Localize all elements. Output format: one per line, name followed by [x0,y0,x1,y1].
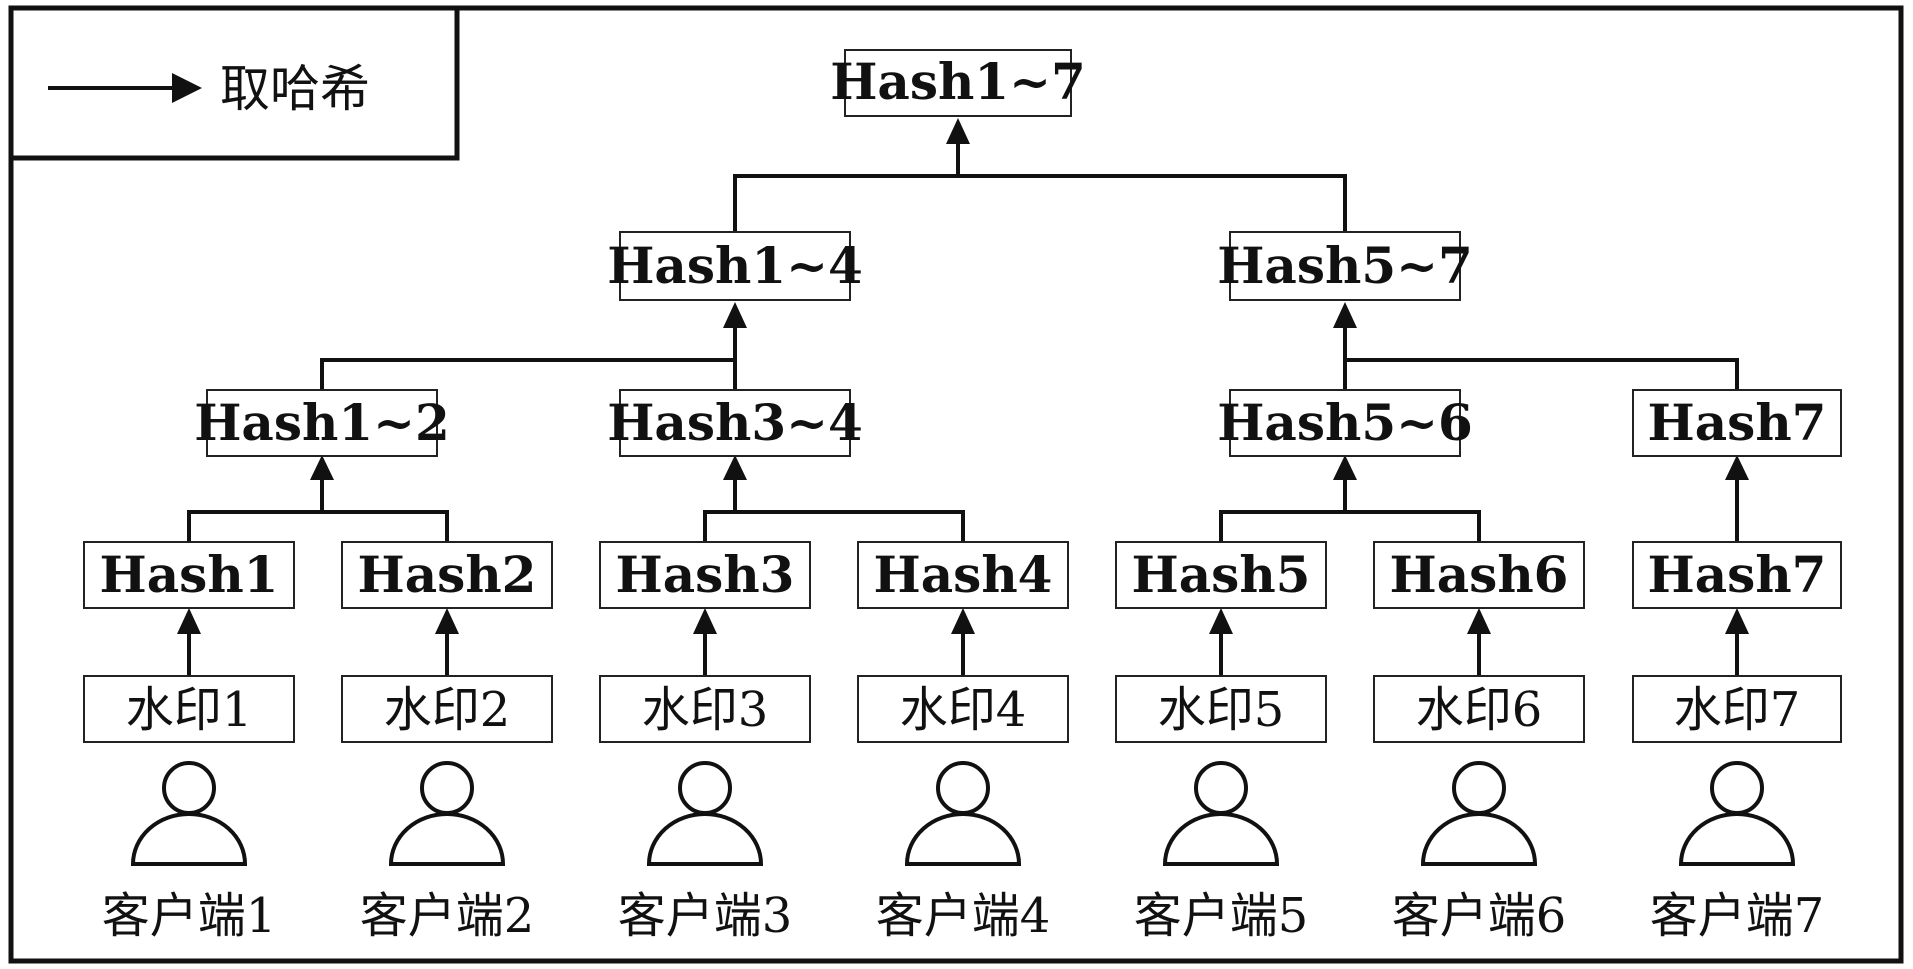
legend-label: 取哈希 [220,60,370,118]
client-icon [1678,761,1796,866]
leaf-hash-box [83,541,295,609]
hash-node-h3_4: Hash3~4 [607,389,863,457]
hash-node-label: Hash1~4 [607,236,863,295]
client-icon [130,761,248,866]
legend-arrow-icon [172,73,202,103]
watermark-box [1632,675,1842,743]
watermark-box [341,675,553,743]
client-icon [1420,761,1538,866]
client-label: 客户端6 [1392,888,1567,944]
leaf-hash-box [857,541,1069,609]
leaf-hash-label: Hash5 [1132,545,1311,604]
leaf-hash-label: Hash1 [100,545,279,604]
legend: 取哈希 [8,5,460,161]
watermark-box [1373,675,1585,743]
hash-node-box [1229,231,1461,301]
watermark-label: 水印1 [126,682,253,738]
hash-node-h5_7: Hash5~7 [1217,231,1473,301]
arrow-leaf-1-icon [177,608,201,634]
hash-node-box [619,231,851,301]
hash-node-box [619,389,851,457]
client-label: 客户端1 [102,888,277,944]
arrow-leaf-2-icon [435,608,459,634]
hash-node-h1_2: Hash1~2 [194,389,450,457]
hash-node-label: Hash5~6 [1217,393,1473,452]
arrow-leaf-4-icon [951,608,975,634]
arrow-h3_4-icon [723,455,747,480]
client-label: 客户端2 [360,888,535,944]
arrow-root-icon [946,118,970,144]
leaf-hash-label: Hash7 [1648,545,1827,604]
connectors [177,118,1749,676]
root-node: Hash1~7 [830,49,1086,117]
edge-h1_2 [187,510,449,542]
watermark-label: 水印4 [900,682,1027,738]
client-icon [646,761,764,866]
client-icon [1162,761,1280,866]
watermark-box [83,675,295,743]
watermark-label: 水印7 [1674,682,1801,738]
root-node-box [844,49,1072,117]
arrow-h1_4-icon [723,302,747,328]
leaf-hash-box [599,541,811,609]
edge-h3_4 [703,510,965,542]
hash-node-label: Hash7 [1648,393,1827,452]
leaf-column-6: Hash6 水印6 客户端6 [1373,541,1585,944]
hash-node-h5_6: Hash5~6 [1217,389,1473,457]
watermark-box [857,675,1069,743]
leaf-hash-label: Hash4 [874,545,1053,604]
leaf-column-2: Hash2 水印2 客户端2 [341,541,553,944]
client-label: 客户端5 [1134,888,1309,944]
client-icon [388,761,506,866]
arrow-h1_2-icon [310,455,334,480]
watermark-box [1115,675,1327,743]
edge-h5_6 [1219,510,1481,542]
leaf-hash-box [1115,541,1327,609]
arrow-leaf-7-icon [1725,608,1749,634]
watermark-label: 水印5 [1158,682,1285,738]
arrow-leaf-5-icon [1209,608,1233,634]
watermark-label: 水印2 [384,682,511,738]
edge-h1_4 [320,358,737,390]
hash-node-label: Hash5~7 [1217,236,1473,295]
hash-node-box [1229,389,1461,457]
watermark-box [599,675,811,743]
leaf-column-1: Hash1 水印1 客户端1 [83,541,295,944]
leaf-hash-box [1373,541,1585,609]
arrow-h5_7-icon [1333,302,1357,328]
hash-node-box [1632,389,1842,457]
hash-node-label: Hash1~2 [194,393,450,452]
leaf-column-5: Hash5 水印5 客户端5 [1115,541,1327,944]
client-label: 客户端3 [618,888,793,944]
hash-node-box [206,389,438,457]
arrow-leaf-3-icon [693,608,717,634]
leaf-column-3: Hash3 水印3 客户端3 [599,541,811,944]
edge-root [733,174,1347,232]
arrow-h5_6-icon [1333,455,1357,480]
watermark-label: 水印6 [1416,682,1543,738]
edge-h5_7 [1343,358,1739,390]
leaf-hash-label: Hash2 [358,545,537,604]
root-node-label: Hash1~7 [830,52,1086,111]
leaf-hash-label: Hash6 [1390,545,1569,604]
hash-node-h7b: Hash7 [1632,389,1842,457]
hash-node-label: Hash3~4 [607,393,863,452]
arrow-leaf-6-icon [1467,608,1491,634]
legend-box [8,5,460,161]
leaf-hash-box [1632,541,1842,609]
leaf-column-4: Hash4 水印4 客户端4 [857,541,1069,944]
watermark-label: 水印3 [642,682,769,738]
hash-node-h1_4: Hash1~4 [607,231,863,301]
leaf-hash-label: Hash3 [616,545,795,604]
client-icon [904,761,1022,866]
leaf-hash-box [341,541,553,609]
client-label: 客户端7 [1650,888,1825,944]
arrow-h7b-icon [1725,455,1749,480]
leaf-column-7: Hash7 水印7 客户端7 [1632,541,1842,944]
client-label: 客户端4 [876,888,1051,944]
